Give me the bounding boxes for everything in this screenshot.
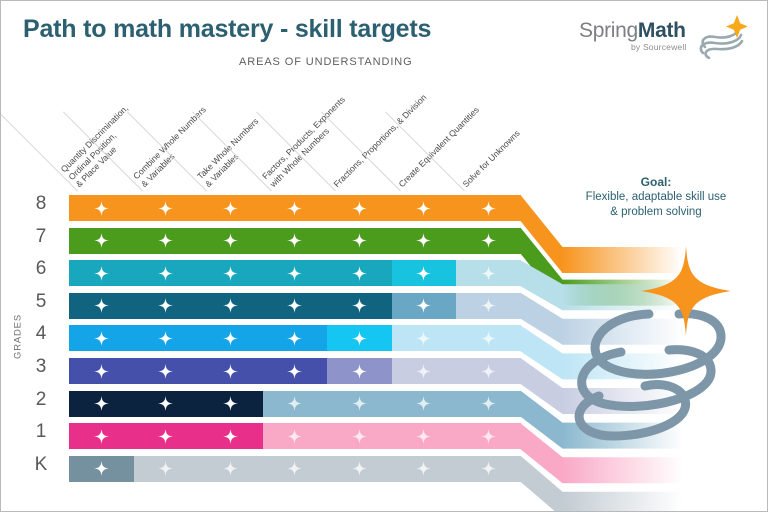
spiral-star-icon xyxy=(699,15,747,59)
bar-segment-solid xyxy=(69,423,263,450)
grade-label-1: 1 xyxy=(35,421,47,443)
bar-segment-solid xyxy=(69,260,392,287)
grade-label-8: 8 xyxy=(35,193,47,214)
bar-segment-solid xyxy=(69,195,521,221)
bar-segment-faded xyxy=(391,325,521,352)
bar-segment-solid xyxy=(69,455,134,482)
grade-bar-3[interactable] xyxy=(69,358,521,384)
goal-title: Goal: xyxy=(640,175,672,189)
goal-line-1: Flexible, adaptable skill use xyxy=(585,191,727,203)
springmath-logo: SpringMath by Sourcewell xyxy=(579,15,747,63)
bar-segment-mid xyxy=(391,260,456,287)
bar-segment-mid xyxy=(327,325,392,352)
bar-segment-mid xyxy=(327,358,392,384)
bar-segment-solid xyxy=(69,325,327,352)
grade-bar-1[interactable] xyxy=(69,423,521,450)
bar-segment-faded xyxy=(262,423,521,450)
page-title: Path to math mastery - skill targets xyxy=(23,15,432,43)
grade-bar-7[interactable] xyxy=(69,227,521,254)
bar-segment-faded xyxy=(456,260,521,287)
goal-line-2: & problem solving xyxy=(610,206,702,218)
grade-bar-5[interactable] xyxy=(69,292,521,319)
bar-segment-faded xyxy=(262,390,521,417)
grade-bar-4[interactable] xyxy=(69,325,521,352)
bar-segment-solid xyxy=(69,358,327,384)
goal-callout: Goal: Flexible, adaptable skill use & pr… xyxy=(553,175,759,220)
logo-wordmark: SpringMath xyxy=(579,19,686,43)
grade-bar-2[interactable] xyxy=(69,390,521,417)
bar-segment-mid xyxy=(391,292,456,319)
areas-of-understanding-label: AREAS OF UNDERSTANDING xyxy=(239,56,413,68)
bar-segment-solid xyxy=(69,227,521,254)
swirl-decoration-icon xyxy=(574,309,726,441)
grade-bar-K[interactable] xyxy=(69,455,521,482)
bar-segment-faded xyxy=(133,455,521,482)
grade-bar-8[interactable] xyxy=(69,195,521,221)
logo-brand-light: Spring xyxy=(579,19,638,42)
logo-brand-bold: Math xyxy=(637,19,686,42)
grade-label-6: 6 xyxy=(35,258,47,280)
bar-segment-solid xyxy=(69,292,392,319)
grade-label-7: 7 xyxy=(35,225,47,247)
grade-label-5: 5 xyxy=(35,290,47,312)
grade-label-3: 3 xyxy=(35,356,47,377)
grade-label-K: K xyxy=(34,453,48,475)
bar-segment-faded xyxy=(456,292,521,319)
bar-segment-faded xyxy=(391,358,521,384)
goal-star-icon xyxy=(641,246,731,336)
grade-label-4: 4 xyxy=(35,323,47,345)
grade-bar-6[interactable] xyxy=(69,260,521,287)
logo-tagline: by Sourcewell xyxy=(631,42,687,52)
grade-label-2: 2 xyxy=(35,388,47,410)
bar-segment-solid xyxy=(69,390,263,417)
